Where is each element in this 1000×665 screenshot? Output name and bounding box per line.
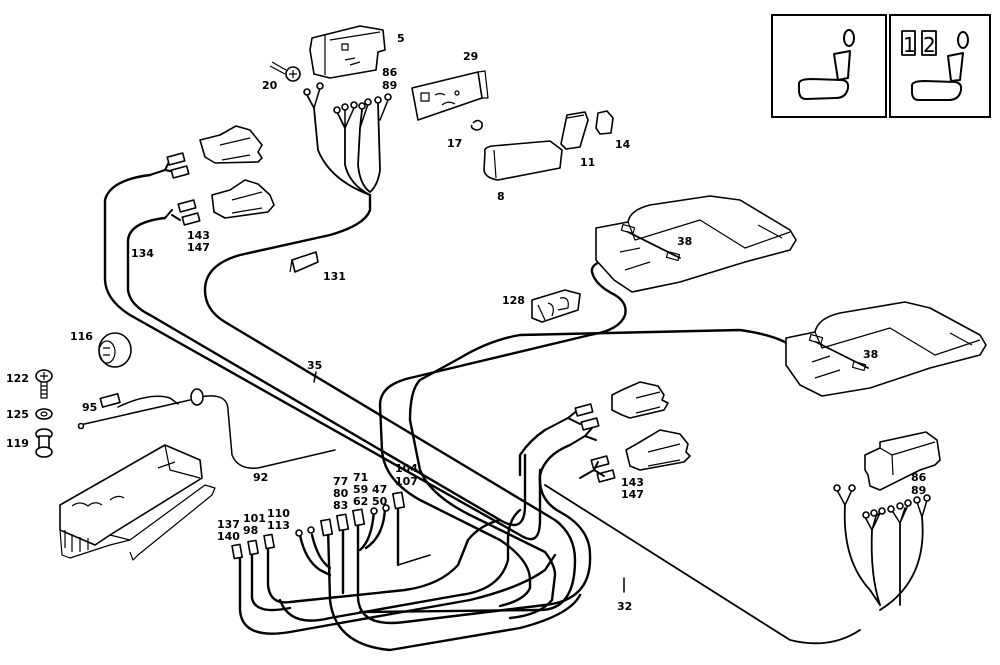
leader-35 — [313, 371, 317, 383]
wiring-harness — [79, 173, 861, 652]
connector-plugs-top-left — [149, 152, 201, 226]
label-14: 14 — [615, 138, 631, 151]
memory-2-badge — [921, 30, 937, 56]
label-125: 125 — [6, 408, 29, 421]
part-switch-block-bottom-right — [864, 431, 941, 491]
label-89-bottom: 89 — [911, 484, 926, 497]
label-32: 32 — [617, 600, 632, 613]
label-92: 92 — [253, 471, 268, 484]
part-11-knob — [560, 111, 589, 150]
memory-1-text: 1 — [903, 33, 916, 57]
label-38-upper: 38 — [677, 235, 692, 248]
part-17-clip — [470, 119, 483, 131]
label-101: 101 — [243, 512, 266, 525]
switch-connector-wires-bottom — [833, 484, 931, 611]
label-86-bottom: 86 — [911, 471, 927, 484]
label-140: 140 — [217, 530, 240, 543]
part-14-cap — [595, 110, 614, 135]
label-116: 116 — [70, 330, 93, 343]
part-connector-mid-right-1 — [611, 381, 669, 419]
part-131-clip — [289, 251, 319, 273]
part-38-module-upper — [595, 195, 797, 293]
part-29-panel — [411, 70, 489, 121]
connector-plugs-mid-right — [544, 403, 616, 483]
label-128: 128 — [502, 294, 525, 307]
label-59: 59 — [353, 483, 368, 496]
label-62: 62 — [353, 495, 368, 508]
part-128-switch — [531, 289, 581, 323]
label-5: 5 — [397, 32, 405, 45]
label-137: 137 — [217, 518, 240, 531]
part-119-spacer — [35, 428, 53, 458]
label-71: 71 — [353, 471, 368, 484]
seat-symbol-box — [771, 14, 887, 118]
label-38-lower: 38 — [863, 348, 878, 361]
label-86-top: 86 — [382, 66, 398, 79]
label-131: 131 — [323, 270, 346, 283]
part-5-switch — [309, 25, 386, 79]
part-connector-top-left-1 — [199, 125, 263, 164]
part-122-screw — [35, 369, 53, 399]
label-80: 80 — [333, 487, 349, 500]
label-47: 47 — [372, 483, 387, 496]
label-134: 134 — [131, 247, 154, 260]
label-29: 29 — [463, 50, 478, 63]
label-147-top: 147 — [187, 241, 210, 254]
part-connector-mid-right-2 — [625, 429, 691, 471]
label-17: 17 — [447, 137, 462, 150]
label-98: 98 — [243, 524, 258, 537]
label-20: 20 — [262, 79, 278, 92]
label-147-bottom: 147 — [621, 488, 644, 501]
label-8: 8 — [497, 190, 505, 203]
label-107: 107 — [395, 475, 418, 488]
part-116-grommet — [98, 332, 132, 368]
label-110: 110 — [267, 507, 290, 520]
label-119: 119 — [6, 437, 29, 450]
label-104: 104 — [395, 462, 418, 475]
label-122: 122 — [6, 372, 29, 385]
memory-1-badge — [901, 30, 916, 56]
seat-icon — [798, 29, 855, 100]
label-77: 77 — [333, 475, 348, 488]
part-connector-top-left-2 — [211, 179, 275, 219]
label-143-bottom: 143 — [621, 476, 644, 489]
connector-pins-bottom — [231, 491, 406, 560]
part-control-unit — [59, 444, 216, 561]
label-143-top: 143 — [187, 229, 210, 242]
part-95-sensor — [77, 388, 204, 430]
label-83: 83 — [333, 499, 348, 512]
label-50: 50 — [372, 495, 388, 508]
label-95: 95 — [82, 401, 97, 414]
label-35: 35 — [307, 359, 322, 372]
label-113: 113 — [267, 519, 290, 532]
switch-connector-wires-top — [303, 82, 392, 196]
label-11: 11 — [580, 156, 595, 169]
part-20-screw — [269, 61, 301, 82]
label-89-top: 89 — [382, 79, 397, 92]
memory-2-text: 2 — [923, 33, 936, 57]
seat-memory-icon — [911, 31, 969, 101]
part-38-module-lower — [785, 301, 987, 397]
part-8-cover — [483, 140, 563, 181]
seat-memory-symbol-box: 1 2 — [889, 14, 991, 118]
part-125-washer — [35, 408, 53, 420]
